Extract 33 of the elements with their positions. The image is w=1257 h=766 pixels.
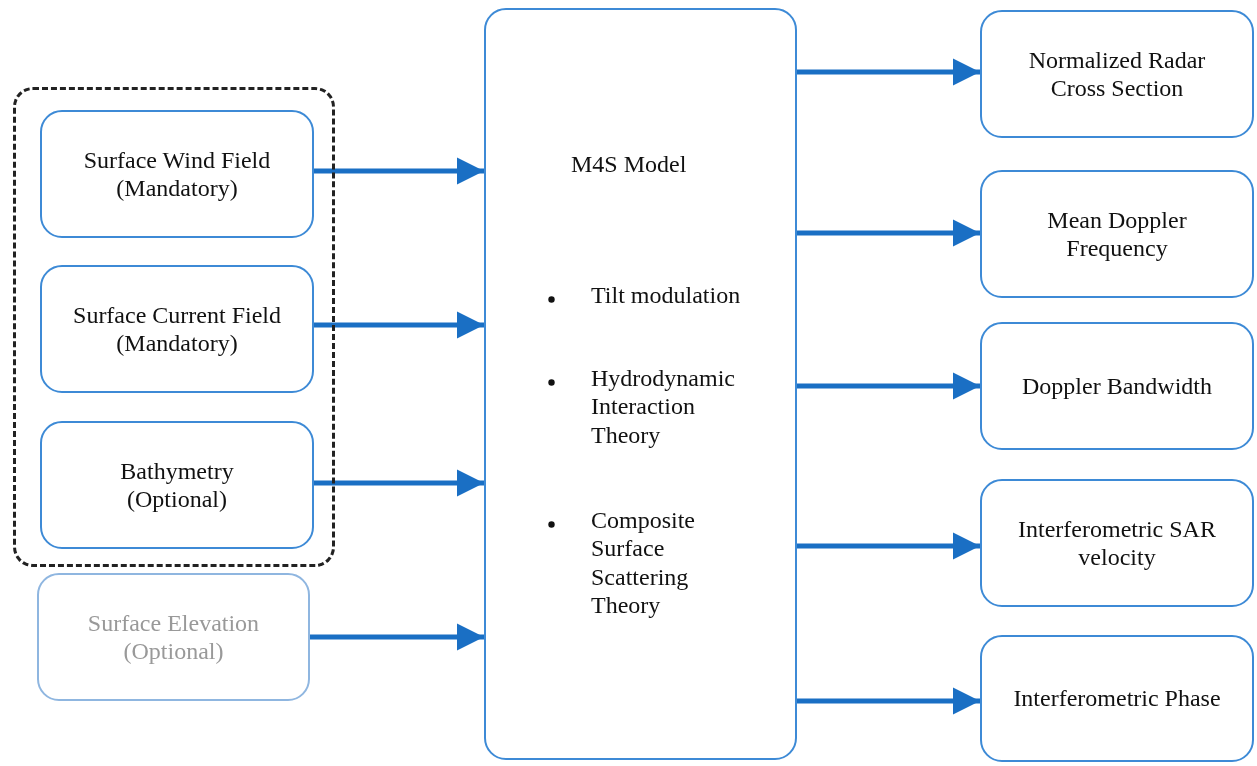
arrow — [314, 469, 484, 497]
node-label: Surface Current Field (Mandatory) — [72, 300, 282, 358]
bullet-item: Tilt modulation — [591, 281, 741, 310]
process-box — [980, 10, 1254, 138]
arrow — [797, 219, 980, 247]
node-label: Normalized Radar Cross Section — [1027, 45, 1207, 103]
node-label: Surface Wind Field (Mandatory) — [82, 145, 272, 203]
arrow — [310, 623, 484, 651]
dashed-group-box — [13, 87, 335, 567]
process-box — [37, 573, 310, 701]
process-box — [40, 421, 314, 549]
process-box — [980, 635, 1254, 762]
node-label: Surface Elevation (Optional) — [86, 608, 261, 666]
process-box — [40, 110, 314, 238]
node-label: Mean Doppler Frequency — [1046, 205, 1188, 263]
process-box — [980, 170, 1254, 298]
arrow — [797, 372, 980, 400]
arrow — [314, 311, 484, 339]
arrow — [797, 687, 980, 715]
bullet-item: Hydrodynamic Interaction Theory — [591, 364, 736, 449]
process-box — [980, 479, 1254, 607]
arrow — [314, 157, 484, 185]
model-box — [484, 8, 797, 760]
process-box — [980, 322, 1254, 450]
node-label: Interferometric Phase — [1013, 684, 1221, 713]
arrow — [797, 532, 980, 560]
model-title: M4S Model — [571, 150, 687, 179]
bullet-item: Composite Surface Scattering Theory — [591, 506, 696, 620]
node-label: Doppler Bandwidth — [1022, 371, 1212, 401]
arrow — [797, 58, 980, 86]
node-label: Interferometric SAR velocity — [1017, 514, 1217, 572]
node-label: Bathymetry (Optional) — [119, 456, 235, 514]
process-box — [40, 265, 314, 393]
